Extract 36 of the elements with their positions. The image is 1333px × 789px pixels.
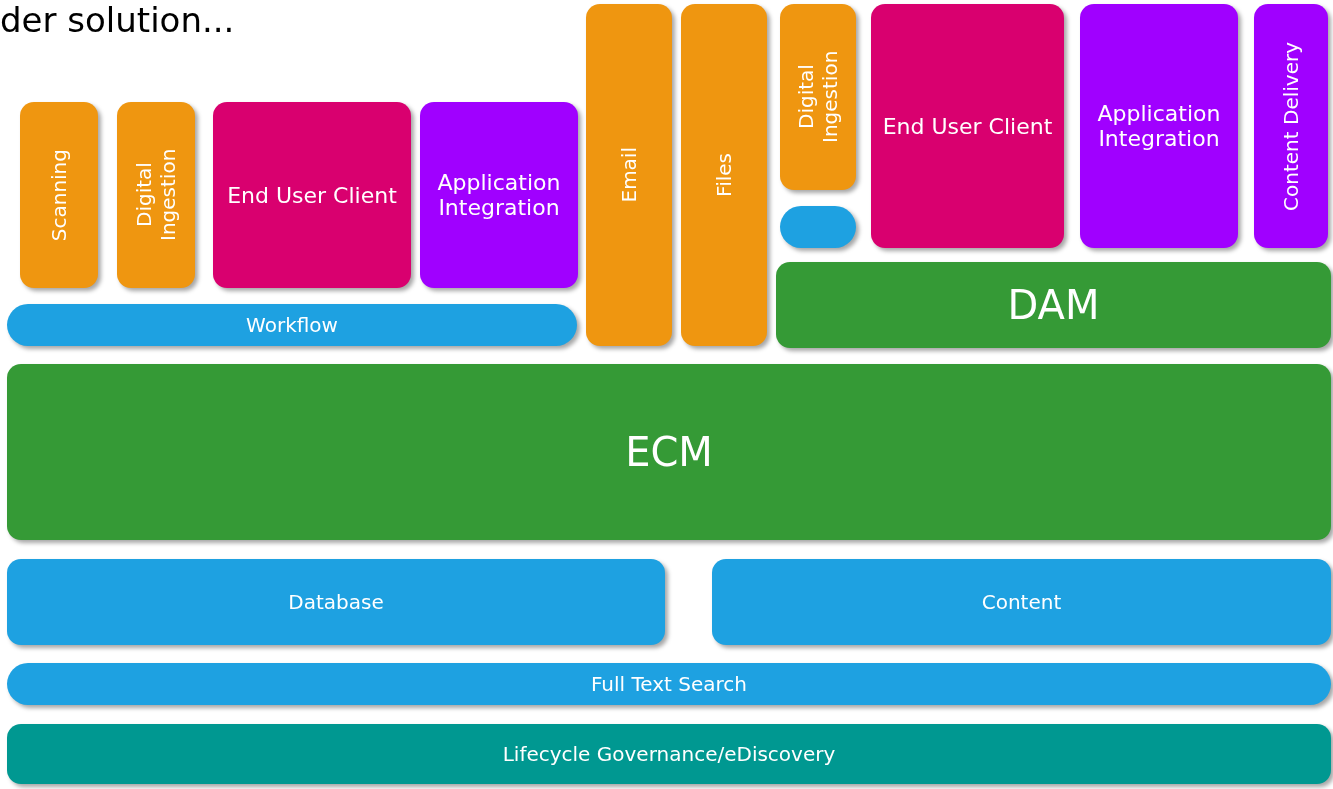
- layer-block: [586, 4, 672, 346]
- layer-block: [871, 4, 1064, 248]
- empty-block: [780, 206, 856, 248]
- block-label: Lifecycle Governance/eDiscovery: [502, 742, 836, 766]
- block-label: Database: [288, 590, 384, 614]
- block-label: Application Integration: [436, 170, 562, 220]
- block-label: DAM: [1007, 282, 1100, 328]
- layer-block: [780, 4, 856, 190]
- layer-block: [1080, 4, 1238, 248]
- block-label: Digital Ingestion: [794, 49, 842, 146]
- layer-block: [1254, 4, 1328, 248]
- layer-block: [681, 4, 767, 346]
- layer-block: [20, 102, 98, 288]
- layer-block: [776, 262, 1331, 348]
- block-label: Application Integration: [1096, 101, 1222, 151]
- layer-block: [7, 559, 665, 645]
- block-label: Content: [981, 590, 1062, 614]
- block-label: ECM: [625, 429, 713, 475]
- layer-block: [7, 663, 1331, 705]
- block-label: End User Client: [882, 113, 1053, 139]
- block-label: Workflow: [246, 313, 338, 337]
- block-label: Scanning: [47, 148, 71, 242]
- block-label: Content Delivery: [1279, 41, 1303, 211]
- layer-block: [7, 304, 577, 346]
- layer-block: [7, 364, 1331, 540]
- layer-block: [7, 724, 1331, 784]
- block-label: Full Text Search: [590, 672, 748, 696]
- layer-block: [420, 102, 578, 288]
- layer-block: [213, 102, 411, 288]
- heading-text: der solution...: [0, 0, 235, 40]
- block-label: Email: [617, 147, 641, 203]
- block-label: End User Client: [227, 182, 397, 208]
- layer-block: [712, 559, 1331, 645]
- block-label: Files: [712, 153, 736, 197]
- layer-block: [117, 102, 195, 288]
- block-label: Digital Ingestion: [132, 147, 180, 244]
